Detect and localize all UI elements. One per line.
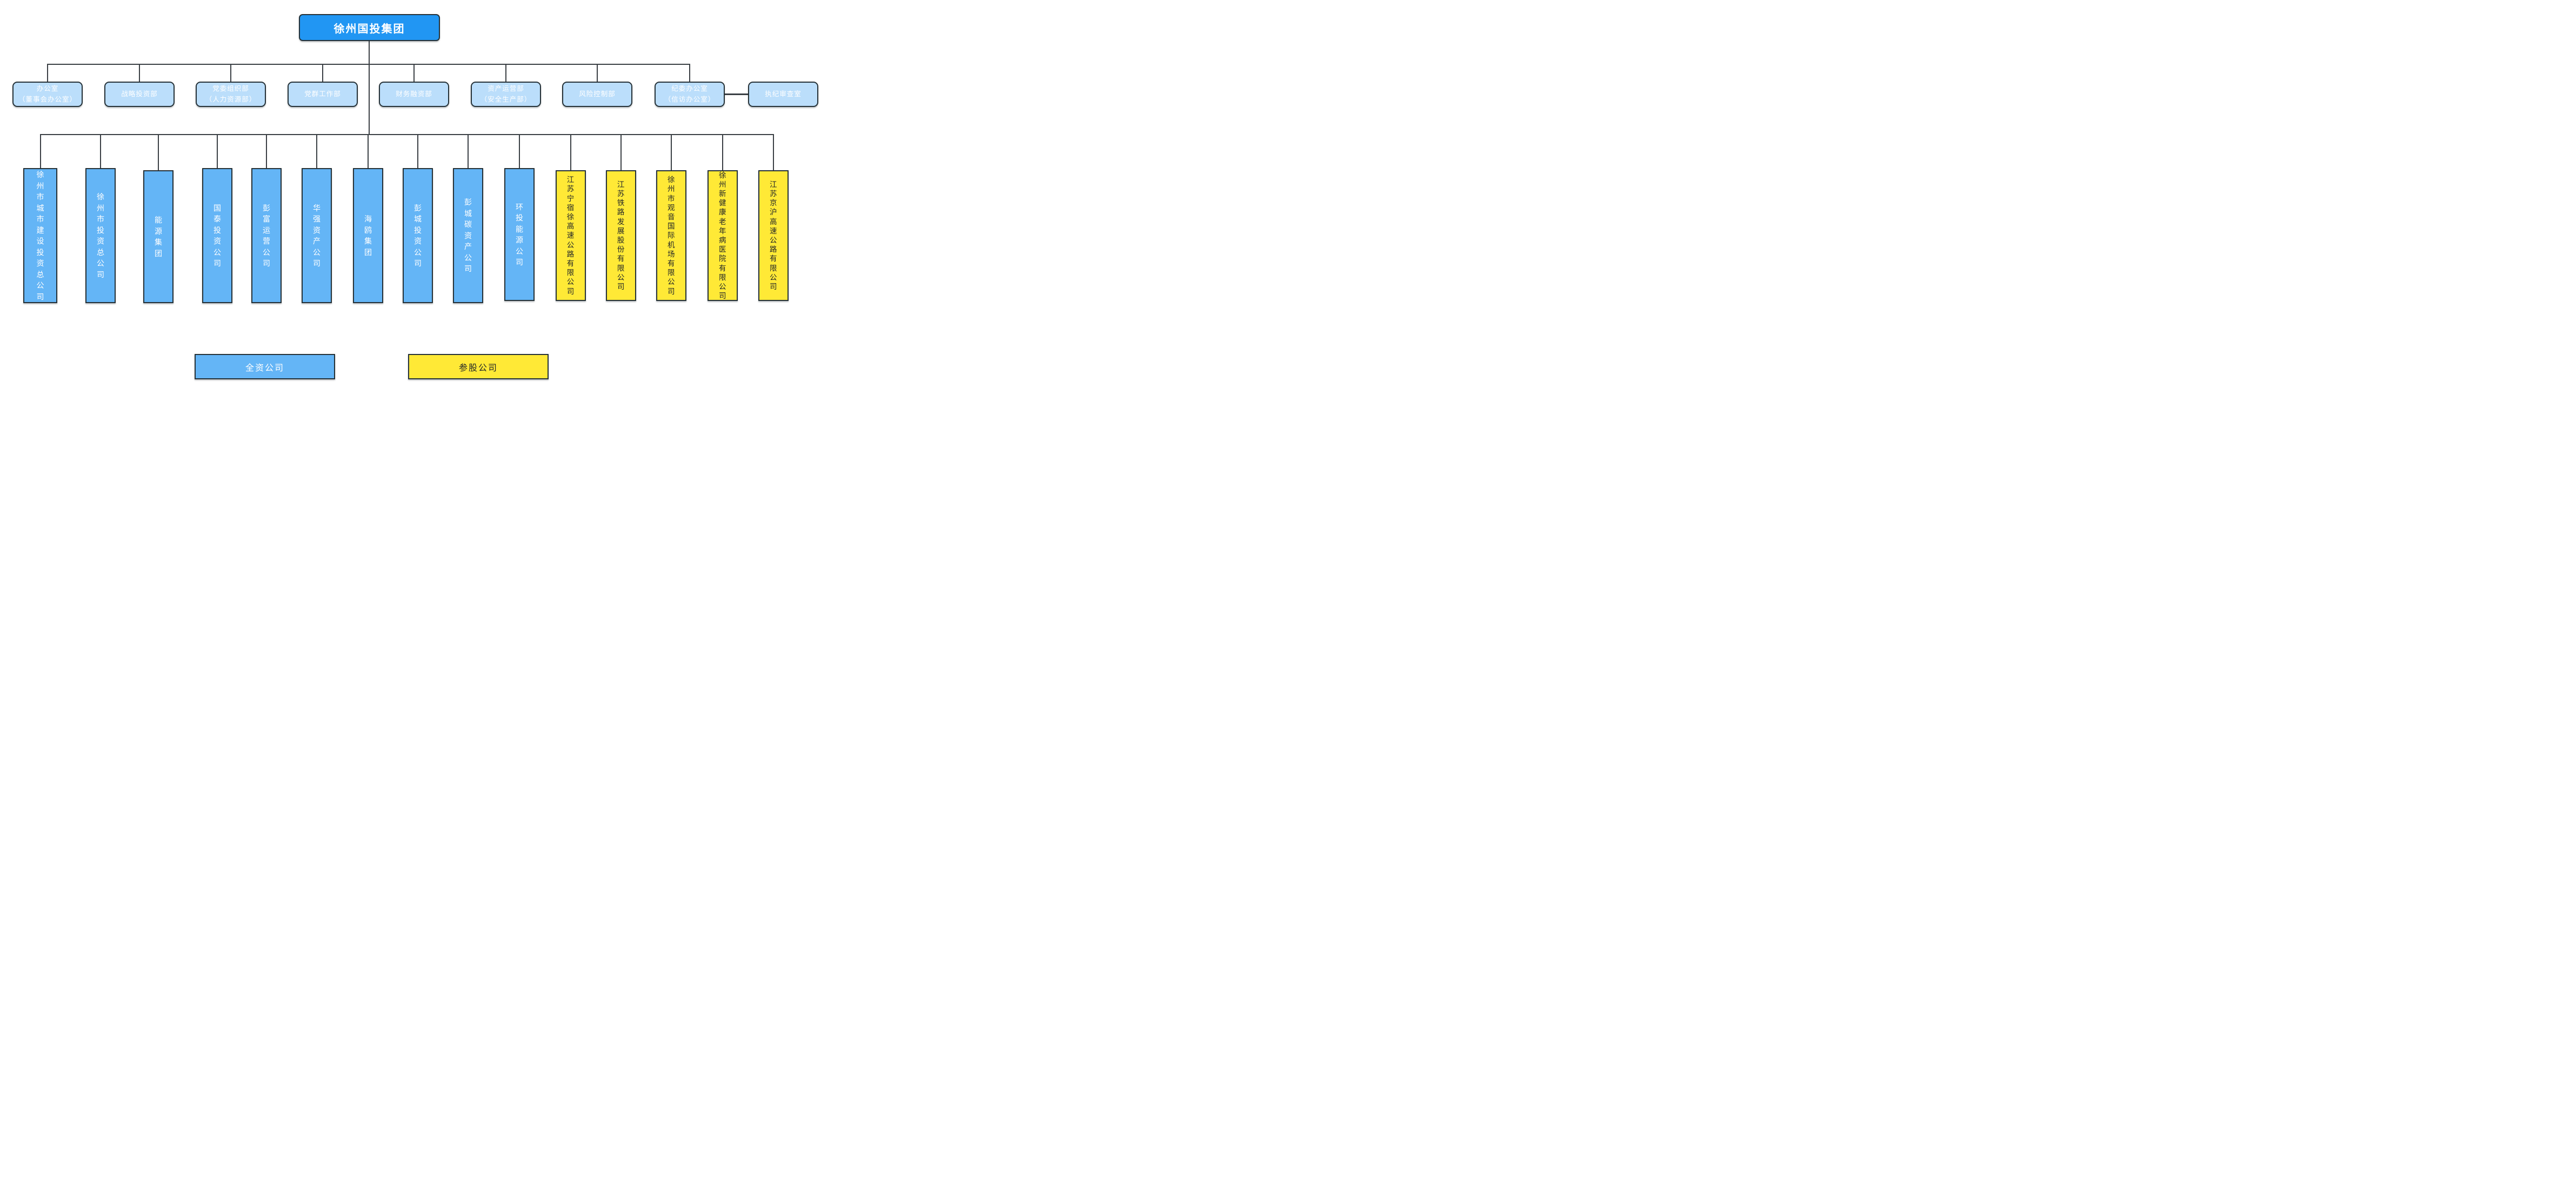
connector-line — [413, 64, 415, 82]
subsidiary-node[interactable]: 江苏宁宿徐高速公路有限公司 — [555, 170, 586, 301]
subsidiary-label: 徐州新健康老年病医院有限公司 — [718, 171, 726, 300]
department-label: 资产运营部 — [488, 85, 524, 93]
connector-line — [505, 64, 506, 82]
subsidiary-label: 国泰投资公司 — [213, 203, 221, 268]
subsidiary-node[interactable]: 彭富运营公司 — [251, 168, 282, 303]
connector-line — [230, 64, 231, 82]
subsidiary-label: 江苏宁宿徐高速公路有限公司 — [566, 176, 575, 296]
subsidiary-label: 彭城碳资产公司 — [464, 198, 472, 273]
connector-line — [570, 134, 571, 170]
subsidiary-label: 江苏京沪高速公路有限公司 — [770, 180, 777, 291]
subsidiary-node[interactable]: 江苏京沪高速公路有限公司 — [758, 170, 789, 301]
subsidiary-node[interactable]: 海鸥集团 — [353, 168, 383, 303]
subsidiary-node[interactable]: 徐州新健康老年病医院有限公司 — [707, 170, 738, 301]
connector-line — [100, 134, 101, 168]
department-sublabel: （董事会办公室） — [18, 95, 77, 103]
legend-wholly-owned[interactable]: 全资公司 — [195, 354, 335, 379]
legend-shareholding[interactable]: 参股公司 — [408, 354, 549, 379]
department-node[interactable]: 办公室 （董事会办公室） — [12, 82, 83, 107]
subsidiary-label: 彭富运营公司 — [263, 203, 270, 268]
subsidiary-label: 徐州市投资总公司 — [97, 192, 104, 279]
connector-line — [725, 93, 748, 95]
connector-line — [670, 134, 672, 170]
connector-line — [722, 134, 723, 170]
subsidiary-node[interactable]: 华强资产公司 — [302, 168, 332, 303]
department-label: 党群工作部 — [304, 90, 341, 98]
subsidiary-node[interactable]: 江苏铁路发展股份有限公司 — [605, 170, 636, 301]
connector-line — [316, 134, 317, 168]
connector-line — [266, 134, 267, 168]
department-sublabel: （人力资源部） — [205, 95, 257, 103]
subsidiary-node[interactable]: 徐州市城市建设投资总公司 — [23, 168, 57, 303]
connector-line — [39, 134, 41, 168]
subsidiary-label: 海鸥集团 — [364, 215, 372, 257]
department-node[interactable]: 纪委办公室 （信访办公室） — [655, 82, 725, 107]
connector-line — [620, 134, 622, 170]
subsidiary-node[interactable]: 环投能源公司 — [504, 168, 535, 301]
connector-line — [139, 64, 140, 82]
connector-line — [158, 134, 159, 170]
connector-line — [48, 64, 690, 65]
department-node[interactable]: 资产运营部 （安全生产部） — [471, 82, 541, 107]
connector-line — [468, 134, 469, 168]
subsidiary-node[interactable]: 徐州市投资总公司 — [85, 168, 116, 303]
department-label: 财务融资部 — [396, 90, 432, 98]
org-chart-canvas: 徐州国投集团 办公室 （董事会办公室） 战略投资部 党委组织部 （人力资源部） … — [0, 0, 831, 387]
connector-line — [519, 134, 520, 168]
department-node[interactable]: 财务融资部 — [379, 82, 449, 107]
department-sublabel: （信访办公室） — [664, 95, 716, 103]
connector-line — [322, 64, 323, 82]
department-node[interactable]: 党群工作部 — [288, 82, 358, 107]
department-node[interactable]: 党委组织部 （人力资源部） — [196, 82, 266, 107]
connector-line — [368, 41, 370, 135]
department-node[interactable]: 战略投资部 — [104, 82, 175, 107]
department-label: 纪委办公室 — [671, 85, 708, 93]
subsidiary-label: 华强资产公司 — [313, 203, 321, 268]
subsidiary-label: 徐州市城市建设投资总公司 — [36, 170, 44, 301]
department-label: 战略投资部 — [121, 90, 158, 98]
subsidiary-label: 彭城投资公司 — [414, 203, 422, 268]
subsidiary-label: 能源集团 — [155, 216, 162, 258]
connector-line — [689, 64, 690, 82]
department-node[interactable]: 风险控制部 — [562, 82, 632, 107]
department-sublabel: （安全生产部） — [480, 95, 532, 103]
department-label: 办公室 — [36, 85, 59, 93]
department-label: 风险控制部 — [579, 90, 616, 98]
subsidiary-label: 江苏铁路发展股份有限公司 — [617, 180, 625, 291]
connector-line — [47, 64, 48, 82]
department-node[interactable]: 执纪审查室 — [748, 82, 818, 107]
root-node[interactable]: 徐州国投集团 — [299, 14, 440, 41]
department-label: 执纪审查室 — [765, 90, 802, 98]
connector-line — [40, 134, 773, 135]
connector-line — [417, 134, 418, 168]
subsidiary-node[interactable]: 徐州市观音国际机场有限公司 — [656, 170, 686, 301]
subsidiary-label: 徐州市观音国际机场有限公司 — [667, 176, 675, 296]
subsidiary-label: 环投能源公司 — [516, 202, 523, 267]
subsidiary-node[interactable]: 国泰投资公司 — [202, 168, 232, 303]
connector-line — [772, 134, 774, 170]
connector-line — [368, 134, 369, 168]
connector-line — [217, 134, 218, 168]
connector-line — [597, 64, 598, 82]
subsidiary-node[interactable]: 彭城投资公司 — [403, 168, 433, 303]
subsidiary-node[interactable]: 能源集团 — [143, 170, 173, 303]
department-label: 党委组织部 — [212, 85, 249, 93]
subsidiary-node[interactable]: 彭城碳资产公司 — [453, 168, 483, 303]
